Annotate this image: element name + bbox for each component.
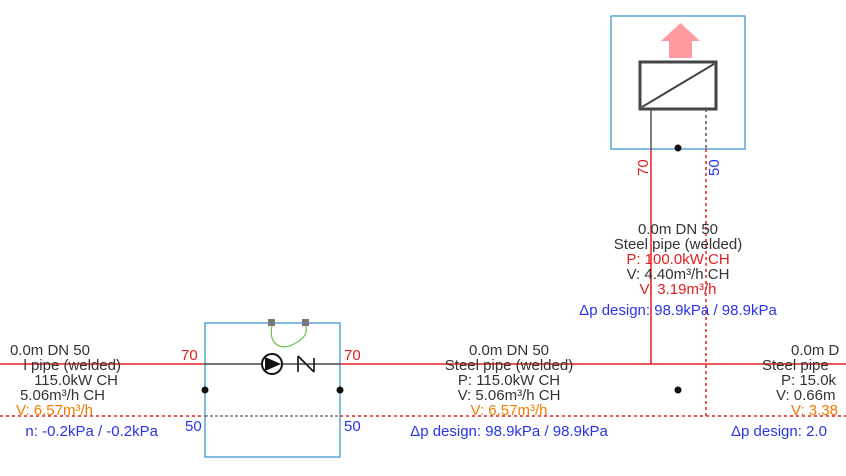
left-flow-ch: 5.06m³/h CH (20, 387, 105, 404)
pump-right-node[interactable] (336, 386, 344, 394)
pump-supply-temp-in: 70 (181, 347, 198, 364)
control-signal-line (270, 325, 307, 348)
left-flow: V: 6.57m³/h (16, 402, 93, 419)
middle-flow-ch: V: 5.06m³/h CH (458, 387, 561, 404)
pump-return-temp-in: 50 (185, 418, 202, 435)
right-power: P: 15.0k (781, 372, 837, 389)
left-power: 115.0kW CH (34, 372, 118, 389)
middle-flow: V: 6.57m³/h (471, 402, 548, 419)
pump-supply-temp-out: 70 (344, 347, 361, 364)
left-pipe-type: l pipe (welded) (23, 357, 121, 374)
riser-length: 0.0m DN 50 (638, 221, 718, 238)
junction-node[interactable] (674, 386, 682, 394)
right-length: 0.0m D (791, 342, 840, 359)
heat-output-arrow-icon (661, 23, 700, 58)
check-valve-icon[interactable] (297, 355, 315, 373)
right-pipe-type: Steel pipe (762, 357, 829, 374)
left-dp-design: n: -0.2kPa / -0.2kPa (25, 423, 158, 440)
right-segment-label[interactable]: 0.0m D Steel pipe P: 15.0k V: 0.66m V: 3… (731, 342, 840, 440)
consumer-supply-temp: 70 (635, 159, 652, 176)
middle-dp-design: Δp design: 98.9kPa / 98.9kPa (410, 423, 608, 440)
riser-pipe-type: Steel pipe (welded) (614, 236, 742, 253)
right-flow: V: 3.38 (791, 402, 838, 419)
pump-connector-left-icon[interactable] (268, 319, 275, 326)
middle-segment-label[interactable]: 0.0m DN 50 Steel pipe (welded) P: 115.0k… (410, 342, 608, 440)
consumer-return-temp: 50 (706, 159, 723, 176)
pump-unit-frame[interactable] (204, 322, 341, 458)
consumer-node[interactable] (674, 144, 682, 152)
right-flow-ch: V: 0.66m (776, 387, 835, 404)
riser-power: P: 100.0kW CH (626, 251, 729, 268)
heat-exchanger-icon[interactable] (638, 60, 718, 111)
pump-left-node[interactable] (201, 386, 209, 394)
left-segment-label[interactable]: 0.0m DN 50 l pipe (welded) 115.0kW CH 5.… (10, 342, 159, 440)
riser-dp-design: Δp design: 98.9kPa / 98.9kPa (579, 302, 777, 319)
pump-icon[interactable] (261, 353, 283, 375)
riser-segment-label[interactable]: 0.0m DN 50 Steel pipe (welded) P: 100.0k… (579, 221, 777, 319)
middle-pipe-type: Steel pipe (welded) (445, 357, 573, 374)
left-length: 0.0m DN 50 (10, 342, 90, 359)
right-dp-design: Δp design: 2.0 (731, 423, 827, 440)
pump-connector-right-icon[interactable] (302, 319, 309, 326)
riser-flow: V: 3.19m³/h (640, 281, 717, 298)
middle-power: P: 115.0kW CH (458, 372, 560, 389)
middle-length: 0.0m DN 50 (469, 342, 549, 359)
pump-return-temp-out: 50 (344, 418, 361, 435)
riser-flow-ch: V: 4.40m³/h CH (627, 266, 730, 283)
